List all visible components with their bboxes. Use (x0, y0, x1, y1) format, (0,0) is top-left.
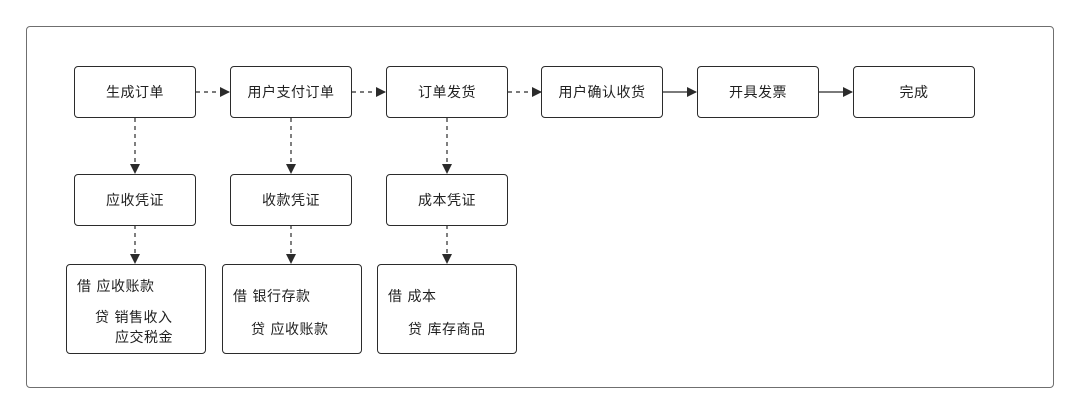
entry-receipt[interactable]: 借 银行存款 贷 应收账款 (222, 264, 362, 354)
entry-cost-debit: 借 成本 (388, 289, 437, 305)
node-receipt-voucher-label: 收款凭证 (262, 193, 320, 209)
node-issue-invoice[interactable]: 开具发票 (697, 66, 819, 118)
entry-cost-credit-1: 贷 库存商品 (408, 322, 486, 338)
diagram-frame (26, 26, 1054, 388)
entry-receivable-debit: 借 应收账款 (77, 279, 155, 295)
entry-receipt-debit: 借 银行存款 (233, 289, 311, 305)
node-cost-voucher-label: 成本凭证 (418, 193, 476, 209)
node-user-confirm[interactable]: 用户确认收货 (541, 66, 663, 118)
entry-receivable[interactable]: 借 应收账款 贷 销售收入 应交税金 (66, 264, 206, 354)
node-done[interactable]: 完成 (853, 66, 975, 118)
node-ship-order[interactable]: 订单发货 (386, 66, 508, 118)
entry-receivable-credit-1: 贷 销售收入 (95, 310, 173, 326)
entry-cost[interactable]: 借 成本 贷 库存商品 (377, 264, 517, 354)
entry-receipt-credit-1: 贷 应收账款 (251, 322, 329, 338)
node-receipt-voucher[interactable]: 收款凭证 (230, 174, 352, 226)
node-ship-order-label: 订单发货 (418, 85, 476, 101)
node-create-order-label: 生成订单 (106, 85, 164, 101)
node-create-order[interactable]: 生成订单 (74, 66, 196, 118)
node-receivable-voucher-label: 应收凭证 (106, 193, 164, 209)
node-receivable-voucher[interactable]: 应收凭证 (74, 174, 196, 226)
node-issue-invoice-label: 开具发票 (729, 85, 787, 101)
node-cost-voucher[interactable]: 成本凭证 (386, 174, 508, 226)
node-user-pay-label: 用户支付订单 (247, 85, 335, 101)
node-user-confirm-label: 用户确认收货 (558, 85, 646, 101)
node-user-pay[interactable]: 用户支付订单 (230, 66, 352, 118)
entry-receivable-credit-2: 应交税金 (115, 330, 173, 346)
node-done-label: 完成 (899, 85, 929, 101)
